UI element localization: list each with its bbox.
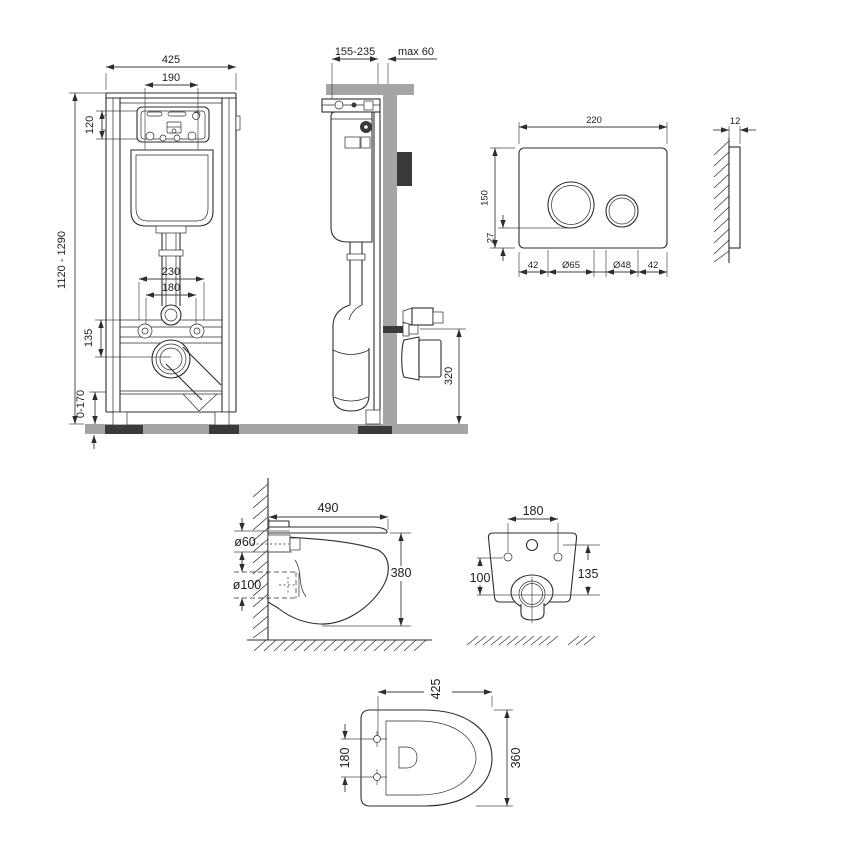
dim-inlet-diameter: ø60 [234, 535, 256, 549]
wall-hatching [252, 483, 269, 639]
frame-front-dimensions: 425 190 120 1120 - 1290 230 180 [56, 54, 237, 449]
dim-access-width: 190 [162, 72, 180, 84]
dim-bowl-depth: 490 [318, 501, 339, 515]
bowl-top-dimensions: 180 425 360 [338, 679, 523, 807]
drain-socket [151, 339, 191, 379]
dim-fixing-span-inner: 180 [162, 282, 180, 294]
flush-opening [398, 746, 418, 769]
cistern-side-profile [330, 111, 373, 243]
dim-top-width: 360 [509, 748, 523, 769]
mounting-hole [373, 735, 381, 743]
adjustable-foot [365, 409, 381, 425]
dim-frame-width: 425 [162, 54, 180, 66]
inlet-hole [525, 538, 539, 552]
adjustable-foot [112, 411, 128, 426]
dim-fixing-span-outer: 230 [162, 266, 180, 278]
dim-button-small: Ø48 [613, 260, 631, 271]
wall-hatching [713, 140, 730, 263]
dim-outlet-height: 320 [443, 367, 455, 385]
dim-drain-offset: 135 [83, 329, 95, 347]
wall-bracket [321, 98, 381, 113]
inlet-spigot [267, 534, 291, 553]
cistern-access-window [136, 106, 210, 143]
adjustable-foot [214, 411, 230, 426]
floor-surface [85, 424, 468, 434]
dim-top-depth: 425 [429, 679, 443, 700]
dim-feet-range: 0-170 [75, 390, 87, 418]
dim-button-large: Ø65 [562, 260, 580, 271]
foot-plate [105, 425, 143, 434]
dim-plate-thickness: 12 [730, 116, 741, 127]
wall-surface [383, 95, 397, 434]
flush-plate-dimensions: 220 150 27 42 Ø65 Ø48 42 [480, 115, 668, 277]
waste-outlet-fitting [401, 336, 442, 381]
dim-outlet-diameter: ø100 [233, 578, 262, 592]
ceiling-surface [326, 84, 414, 95]
dim-hole-span: 180 [523, 504, 544, 518]
dim-plate-width: 220 [586, 115, 602, 126]
bowl-side-view: 490 ø60 ø100 380 [233, 478, 432, 652]
dim-bowl-height: 380 [391, 566, 412, 580]
flush-plate-side-view: 12 [713, 116, 756, 263]
bowl-profile [234, 520, 389, 625]
mounting-hole [373, 773, 381, 781]
dim-margin-right: 42 [648, 260, 659, 271]
dim-plate-height: 150 [480, 190, 491, 206]
concealed-cistern [130, 149, 214, 227]
plate-side-dimensions: 12 [713, 116, 756, 144]
foot-plate [358, 426, 392, 434]
flush-plate-housing [397, 152, 412, 186]
dim-button-offset: 27 [486, 233, 497, 244]
dim-outlet-offset: 100 [470, 571, 491, 585]
frame-side-dimensions: 155-235 max 60 320 [331, 46, 466, 424]
dim-access-height: 120 [84, 116, 96, 134]
bowl-rim [385, 720, 477, 796]
frame-side-view: 155-235 max 60 320 [321, 46, 466, 434]
frame-front-view: 425 190 120 1120 - 1290 230 180 [56, 54, 241, 449]
mounting-hole [503, 552, 513, 562]
frame-side-tab [235, 115, 241, 131]
bowl-side-dimensions: 490 ø60 ø100 380 [233, 501, 412, 627]
water-supply-fitting [383, 307, 444, 337]
bowl-rear-dimensions: 180 100 135 [470, 504, 600, 623]
bowl-top-view: 180 425 360 [338, 679, 523, 807]
foot-plate [209, 425, 239, 434]
dim-wall-offset: max 60 [398, 46, 434, 58]
frame-side-tab [101, 115, 107, 131]
flush-plate-profile [728, 146, 741, 249]
dim-margin-left: 42 [528, 260, 539, 271]
dim-frame-depth: 155-235 [335, 46, 375, 58]
dim-top-hole-span: 180 [338, 748, 352, 769]
flush-plate-front-view: 220 150 27 42 Ø65 Ø48 42 [480, 115, 668, 277]
dim-install-height: 1120 - 1290 [56, 231, 68, 289]
bowl-rear-view: 180 100 135 [466, 504, 600, 646]
bowl-rear-body [487, 532, 578, 603]
flush-pipe-and-trap [332, 242, 370, 412]
ground-hatching [466, 635, 596, 646]
mounting-hole [553, 552, 563, 562]
floor-hatching [253, 639, 427, 652]
dim-inlet-offset: 135 [578, 567, 599, 581]
